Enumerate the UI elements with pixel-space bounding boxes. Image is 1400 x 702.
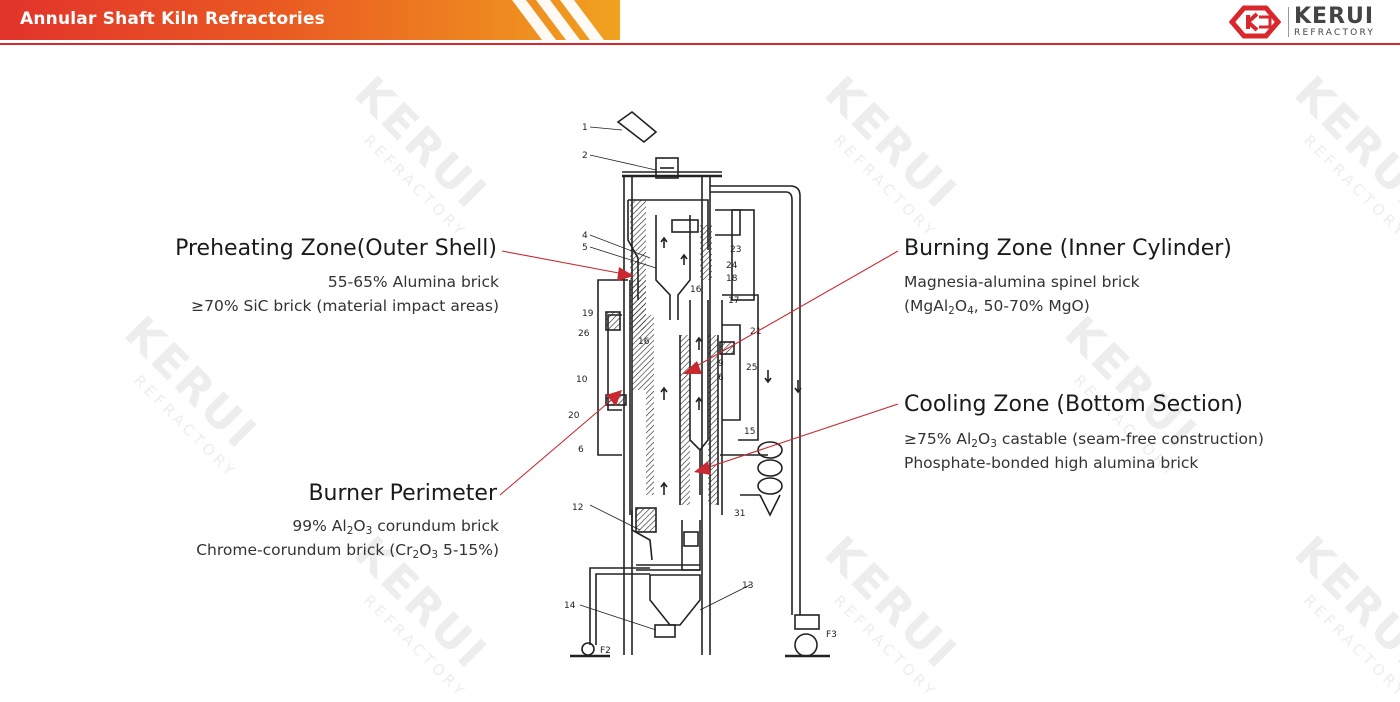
label-9: 9 [718, 359, 724, 369]
cooling-zone-line1: ≥75% Al2O3 castable (seam-free construct… [904, 430, 1264, 451]
label-1: 1 [582, 123, 588, 133]
label-5: 5 [582, 243, 588, 253]
logo-divider [1288, 7, 1289, 37]
label-12: 12 [572, 503, 583, 513]
kerui-logo-icon [1228, 5, 1282, 39]
label-15: 15 [744, 427, 755, 437]
burner-perimeter-line1: 99% Al2O3 corundum brick [292, 517, 499, 538]
label-f3: F3 [826, 630, 837, 640]
brand-name: KERUI [1294, 4, 1375, 29]
label-4: 4 [582, 231, 588, 241]
label-6: 6 [718, 373, 724, 383]
header-band [0, 0, 620, 40]
label-24: 24 [726, 261, 738, 271]
label-f2: F2 [600, 646, 611, 656]
burning-zone-line2: (MgAl2O4, 50-70% MgO) [904, 297, 1090, 318]
burning-zone-line1: Magnesia-alumina spinel brick [904, 273, 1140, 291]
page-title: Annular Shaft Kiln Refractories [20, 9, 325, 29]
label-16b: 16 [638, 337, 650, 347]
header-divider [0, 43, 1400, 45]
kiln-diagram: 1 2 4 5 23 24 18 16 17 19 26 16 21 9 25 … [564, 110, 837, 658]
label-10: 10 [576, 375, 588, 385]
label-31: 31 [734, 509, 745, 519]
label-26: 26 [578, 329, 590, 339]
header-stripes [512, 0, 604, 40]
brand-subtitle: REFRACTORY [1294, 28, 1376, 38]
burner-perimeter-line2: Chrome-corundum brick (Cr2O3 5-15%) [196, 541, 499, 562]
preheating-zone-line1: 55-65% Alumina brick [327, 273, 499, 291]
label-16: 16 [690, 285, 702, 295]
cooling-zone-line2: Phosphate-bonded high alumina brick [904, 454, 1199, 472]
label-2: 2 [582, 151, 588, 161]
label-25: 25 [746, 363, 757, 373]
label-14: 14 [564, 601, 576, 611]
header-bar: Annular Shaft Kiln Refractories KERUI RE… [0, 0, 1400, 48]
label-23: 23 [730, 245, 741, 255]
label-17: 17 [728, 296, 739, 306]
label-20: 20 [568, 411, 580, 421]
label-21: 21 [750, 327, 761, 337]
label-19: 19 [582, 309, 594, 319]
burning-zone-title: Burning Zone (Inner Cylinder) [904, 236, 1232, 261]
burner-perimeter-title: Burner Perimeter [308, 481, 497, 506]
label-18: 18 [726, 274, 738, 284]
brand-logo[interactable]: KERUI REFRACTORY [1226, 3, 1396, 41]
preheating-zone-title: Preheating Zone(Outer Shell) [175, 236, 497, 261]
label-6b: 6 [578, 445, 584, 455]
cooling-zone-title: Cooling Zone (Bottom Section) [904, 392, 1244, 417]
preheating-zone-line2: ≥70% SiC brick (material impact areas) [191, 297, 499, 315]
